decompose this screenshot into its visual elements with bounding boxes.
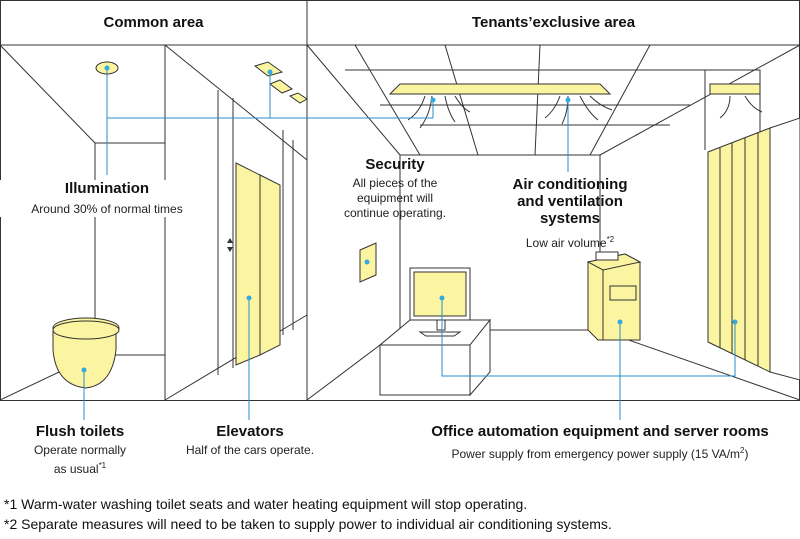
illumination-label: Illumination Around 30% of normal times bbox=[0, 180, 214, 217]
ceiling-light-icon bbox=[268, 79, 294, 94]
dot-icon bbox=[430, 97, 436, 103]
air-title-line-2: and ventilation bbox=[517, 193, 623, 210]
office-desc-sup: 2 bbox=[740, 446, 745, 455]
dot-icon bbox=[565, 97, 571, 103]
illumination-desc: Around 30% of normal times bbox=[31, 202, 183, 216]
section-header-common: Common area bbox=[103, 14, 204, 31]
flush-note-mark: *1 bbox=[98, 461, 107, 470]
copier-icon bbox=[586, 251, 642, 341]
elevators-label: Elevators Half of the cars operate. bbox=[160, 423, 340, 458]
air-title-line-1: Air conditioning bbox=[512, 176, 628, 193]
dot-icon bbox=[439, 295, 445, 301]
footnote-1-text: Warm-water washing toilet seats and wate… bbox=[17, 496, 528, 512]
flush-desc-line-2: as usual*1 bbox=[0, 458, 160, 477]
connector-dots bbox=[81, 65, 738, 373]
footnote-1-mark: *1 bbox=[4, 496, 18, 512]
tenant-room bbox=[306, 44, 800, 401]
flush-title: Flush toilets bbox=[35, 423, 125, 440]
illumination-title: Illumination bbox=[64, 180, 150, 197]
footnote-1: *1 Warm-water washing toilet seats and w… bbox=[4, 496, 527, 512]
leader-lines bbox=[83, 68, 736, 420]
office-desc-close: ) bbox=[744, 447, 749, 461]
monitor-icon bbox=[409, 267, 471, 337]
desk-icon bbox=[378, 318, 492, 397]
office-title: Office automation equipment and server r… bbox=[431, 423, 769, 440]
security-desc-line-1: All pieces of the bbox=[352, 176, 438, 190]
ceiling-vents bbox=[388, 83, 761, 95]
air-desc-text: Low air volume bbox=[525, 236, 607, 250]
dot-icon bbox=[81, 367, 87, 373]
office-desc: Power supply from emergency power supply… bbox=[400, 443, 800, 462]
security-title: Security bbox=[365, 156, 425, 173]
footnote-2: *2 Separate measures will need to be tak… bbox=[4, 516, 612, 532]
flush-desc-line-2-text: as usual bbox=[53, 462, 99, 476]
footnote-2-mark: *2 bbox=[4, 516, 18, 532]
office-automation-label: Office automation equipment and server r… bbox=[400, 423, 800, 462]
ceiling-light-icon bbox=[288, 92, 308, 104]
toilet-icon bbox=[52, 317, 120, 389]
section-header-tenants: Tenants’exclusive area bbox=[471, 14, 636, 31]
air-title-line-3: systems bbox=[539, 210, 601, 227]
ceiling-lights bbox=[95, 61, 308, 104]
dot-icon bbox=[364, 259, 370, 265]
airflow-icon bbox=[407, 95, 763, 129]
security-desc-line-2: equipment will bbox=[356, 191, 434, 205]
flush-toilets-label: Flush toilets Operate normally as usual*… bbox=[0, 423, 160, 477]
footnote-2-text: Separate measures will need to be taken … bbox=[17, 516, 612, 532]
dot-icon bbox=[104, 65, 110, 71]
ceiling-light-icon bbox=[253, 61, 284, 77]
air-conditioning-label: Air conditioning and ventilation systems… bbox=[490, 176, 650, 251]
security-label: Security All pieces of the equipment wil… bbox=[320, 156, 470, 221]
security-desc-line-3: continue operating. bbox=[343, 206, 447, 220]
server-rack-icon bbox=[707, 117, 800, 381]
dot-icon bbox=[246, 295, 252, 301]
elevators-desc: Half of the cars operate. bbox=[185, 443, 315, 457]
elevator-icon bbox=[227, 162, 281, 366]
office-desc-text: Power supply from emergency power supply… bbox=[451, 447, 741, 461]
elevators-title: Elevators bbox=[216, 423, 284, 440]
dot-icon bbox=[267, 69, 273, 75]
air-note-mark: *2 bbox=[606, 235, 615, 244]
flush-desc-line-1: Operate normally bbox=[33, 443, 127, 457]
dot-icon bbox=[732, 319, 738, 325]
air-desc: Low air volume*2 bbox=[490, 232, 650, 251]
dot-icon bbox=[617, 319, 623, 325]
